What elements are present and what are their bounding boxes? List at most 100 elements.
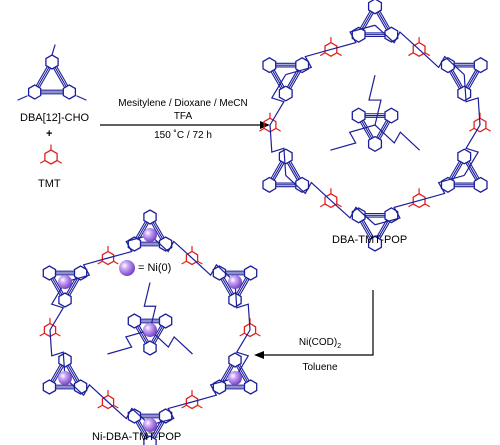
alkyne-bond	[152, 326, 163, 343]
vinylene-linker	[368, 74, 382, 126]
plus-sign: +	[46, 128, 53, 140]
vinylene-linker	[107, 329, 151, 355]
benzene-ring	[367, 235, 383, 252]
alkyne-bond	[151, 420, 162, 437]
vinylene-linker	[64, 257, 109, 283]
dba-tmt-pop-label: DBA-TMT-POP	[332, 234, 408, 246]
benzene-ring	[262, 176, 277, 193]
benzene-ring	[62, 84, 77, 100]
step2-reagent-subscript: 2	[337, 343, 342, 350]
alkyne-bond	[135, 422, 146, 439]
alkyne-bond	[379, 221, 390, 240]
benzene-ring	[367, 0, 383, 15]
alkyne-bond	[135, 221, 146, 238]
vinylene-linker	[191, 257, 236, 283]
vinylene-linker	[374, 200, 420, 226]
methyl-bond	[255, 332, 261, 337]
dba-core	[42, 352, 88, 395]
methyl-bond	[113, 404, 119, 409]
dba-core	[440, 57, 488, 102]
alkyne-bond	[452, 162, 463, 181]
tmt-label: TMT	[38, 178, 61, 190]
methyl-bond	[336, 52, 342, 56]
alkyne-bond	[360, 10, 371, 29]
benzene-ring	[27, 84, 42, 100]
alkyne-bond	[379, 10, 390, 29]
dba-core	[127, 313, 173, 356]
alkyne-bond	[222, 278, 233, 295]
alkyne-bond	[465, 162, 477, 181]
methyl-bond	[424, 52, 430, 56]
methyl-bond	[55, 332, 61, 337]
triazine-hexagon	[185, 394, 199, 410]
alkyne-bond	[450, 70, 462, 89]
alkyne-bond	[53, 277, 64, 294]
vinylene-linker	[107, 234, 151, 259]
vinylene-linker	[149, 401, 193, 426]
benzene-ring	[58, 292, 72, 308]
vinylene-linker	[330, 124, 376, 151]
aldehyde-bond	[51, 44, 56, 56]
vinylene-linker	[463, 124, 481, 176]
benzene-ring	[243, 379, 258, 395]
alkyne-bond	[377, 121, 389, 139]
alkyne-bond	[222, 365, 233, 382]
alkyne-bond	[465, 69, 477, 88]
alkyne-bond	[450, 161, 462, 180]
alkyne-bond	[363, 12, 374, 31]
triazine-node	[408, 36, 430, 57]
alkyne-bond	[287, 162, 298, 181]
vinylene-linker	[418, 48, 465, 76]
ni-sphere	[58, 371, 72, 385]
alkyne-bond	[52, 365, 63, 382]
ni-sphere	[143, 418, 157, 432]
alkyne-bond	[361, 220, 373, 239]
methyl-bond	[56, 159, 62, 164]
triazine-hexagon	[185, 250, 199, 266]
vinylene-linker	[269, 124, 287, 176]
dba-cho-label: DBA[12]-CHO	[20, 112, 90, 124]
alkyne-bond	[272, 161, 283, 180]
ni-sphere	[58, 275, 72, 289]
benzene-ring	[473, 57, 488, 74]
triazine-node	[181, 389, 203, 410]
benzene-ring	[127, 313, 142, 329]
tmt-triazine	[40, 144, 62, 165]
methyl-bond	[320, 52, 326, 56]
alkyne-bond	[270, 161, 282, 179]
alkyne-bond	[288, 161, 300, 180]
triazine-hexagon	[412, 41, 426, 57]
triazine-hexagon	[243, 322, 257, 338]
methyl-bond	[408, 52, 414, 56]
alkyne-bond	[135, 327, 146, 344]
methyl-bond	[275, 127, 281, 132]
alkyne-bond	[468, 71, 480, 89]
methyl-bond	[97, 404, 103, 409]
methyl-bond	[113, 260, 119, 265]
alkyne-bond	[56, 66, 69, 86]
reaction-arrow-step1	[100, 121, 270, 129]
step1-conditions: 150 ˚C / 72 h	[154, 130, 212, 141]
alkyne-bond	[376, 12, 387, 31]
dba-tmt-pop-framework	[259, 0, 491, 252]
triazine-hexagon	[324, 193, 338, 209]
alkyne-bond	[449, 161, 460, 179]
benzene-ring	[158, 313, 173, 329]
step1-acid: TFA	[173, 111, 193, 122]
alkyne-bond	[138, 420, 149, 437]
alkyne-bond	[290, 71, 301, 89]
benzene-ring	[278, 85, 293, 102]
dba-core	[127, 408, 173, 445]
benzene-ring	[243, 265, 258, 281]
alkyne-bond	[449, 71, 460, 89]
aldehyde-bond	[76, 95, 87, 101]
triazine-node	[97, 245, 119, 266]
alkyne-bond	[67, 278, 78, 295]
methyl-bond	[424, 203, 430, 208]
alkyne-bond	[220, 279, 231, 296]
vinylene-linker	[49, 329, 66, 379]
benzene-ring	[143, 209, 157, 225]
triazine-node	[320, 188, 342, 209]
vinylene-linker	[269, 74, 287, 126]
